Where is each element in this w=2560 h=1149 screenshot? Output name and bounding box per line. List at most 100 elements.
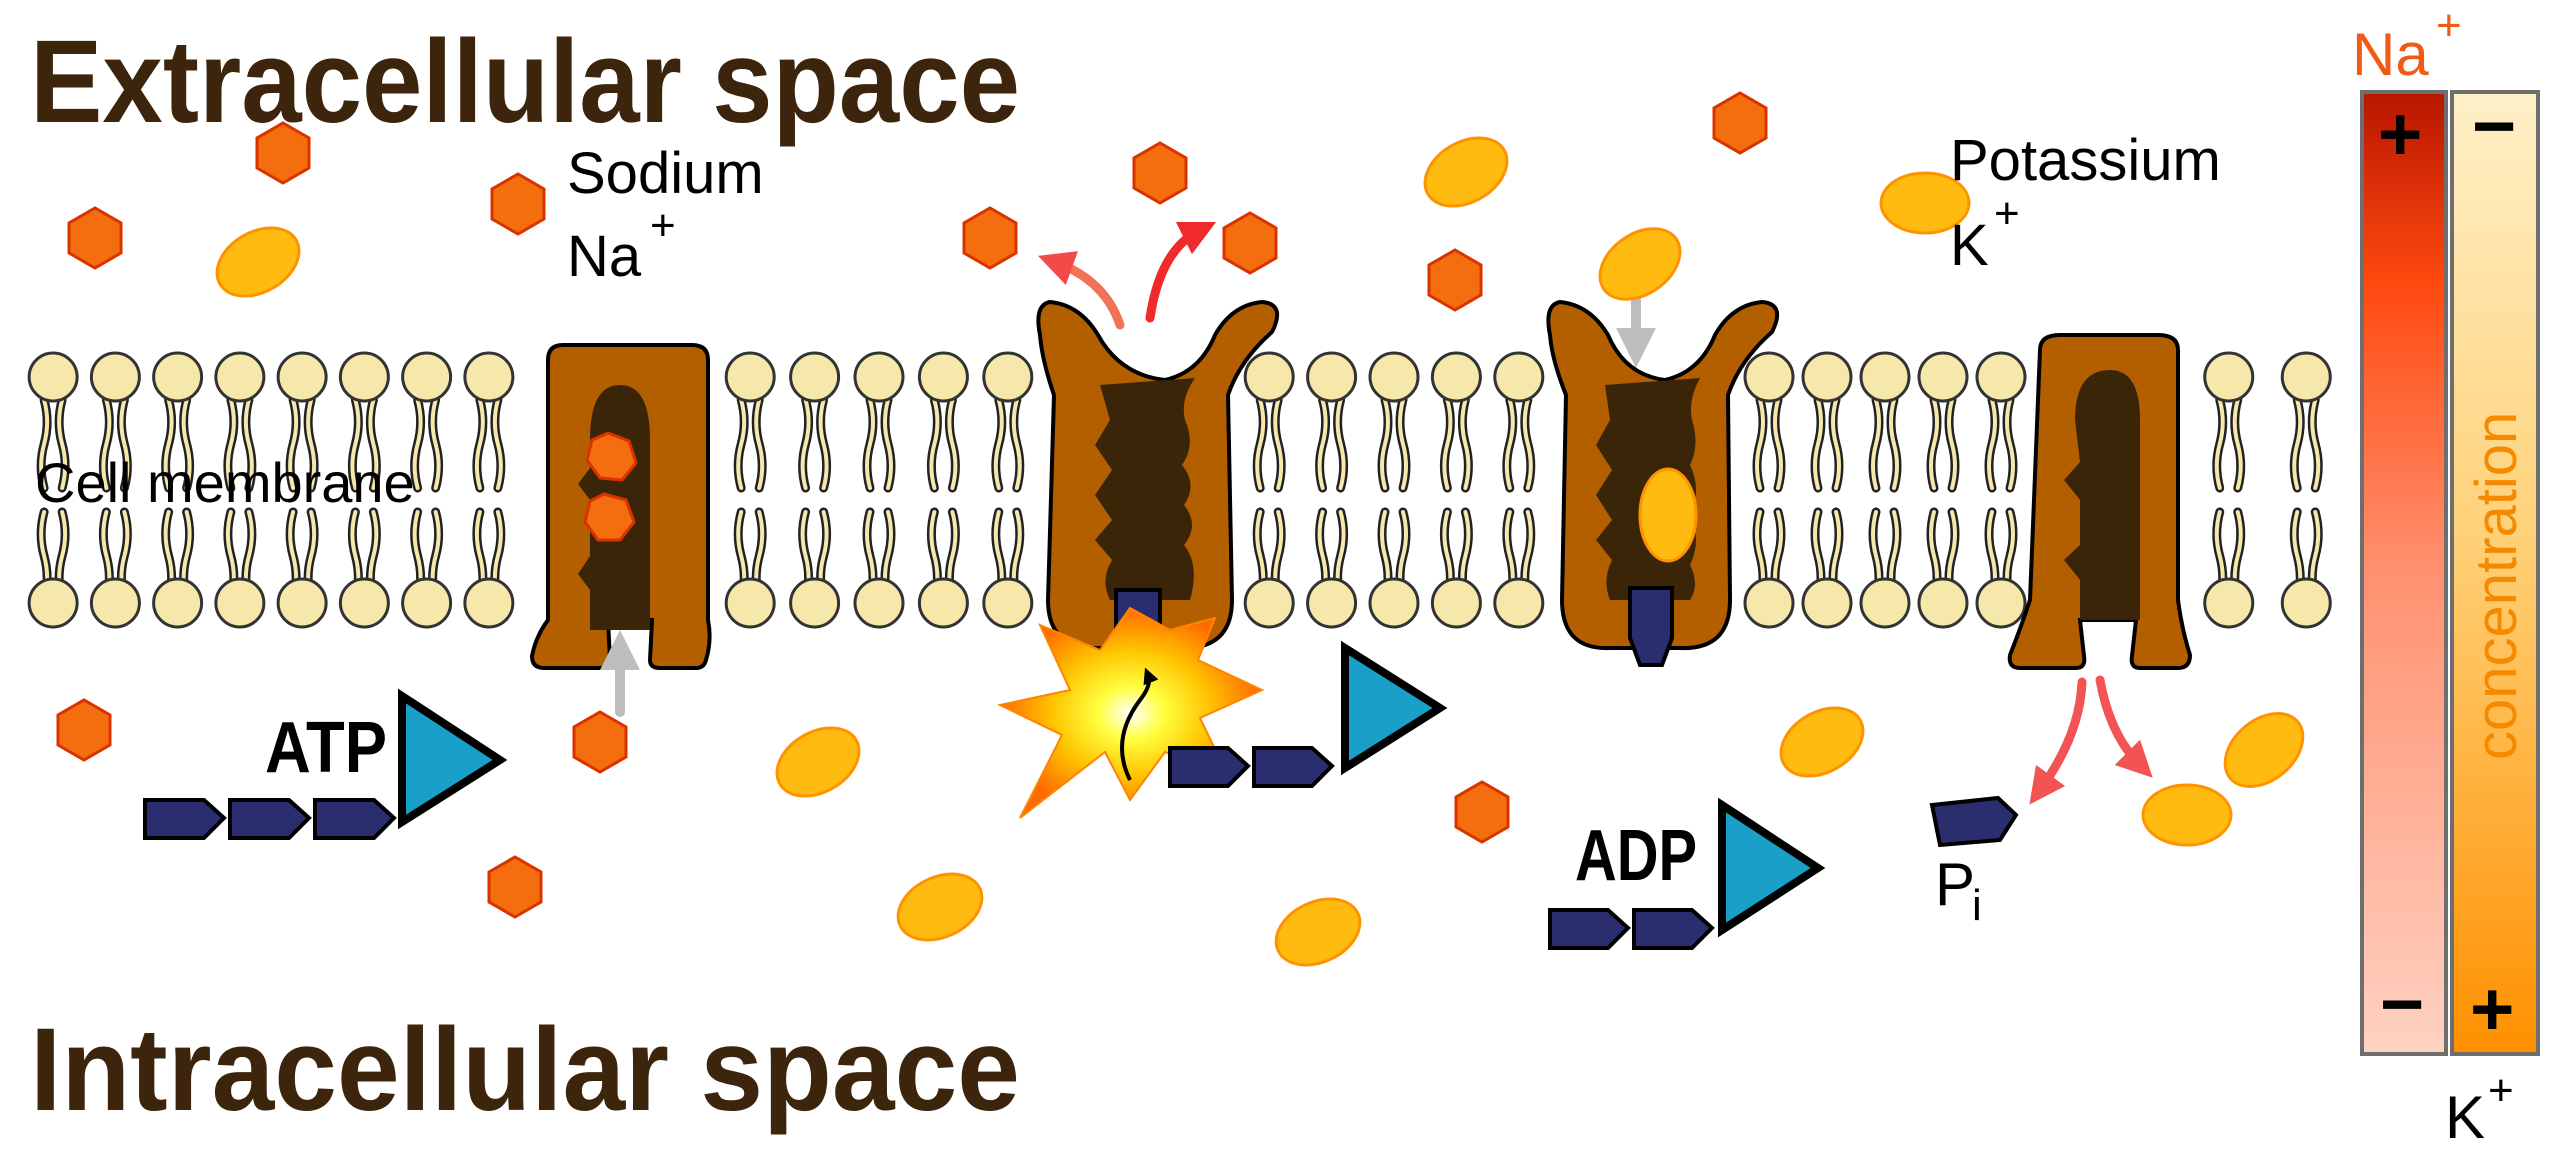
lipid-tail (929, 398, 940, 490)
lipid-tail (2214, 398, 2225, 490)
lipid-tail (430, 398, 441, 490)
lipid-tail (1947, 398, 1957, 490)
lipid-head (917, 577, 969, 629)
lipid-head (1306, 351, 1358, 403)
phosphate-subscript: i (1972, 881, 1982, 930)
concentration-label: concentration (2464, 412, 2529, 760)
sodium-ion-icon (1454, 780, 1510, 844)
lipid-head (1975, 577, 2027, 629)
lipid-head (1430, 351, 1482, 403)
lipid-tail (1273, 398, 1284, 490)
lipid-head (1743, 577, 1795, 629)
lipid-tail (119, 398, 130, 490)
lipid-head (1975, 351, 2027, 403)
lipid-tail (1987, 398, 1997, 490)
sodium-ion-icon (1712, 91, 1768, 155)
lipid-head (1917, 577, 1969, 629)
potassium-legend: Potassium K + (1950, 128, 2221, 278)
lipid-head (27, 351, 79, 403)
extracellular-title: Extracellular space (30, 16, 1020, 148)
sodium-ion-icon (255, 121, 311, 185)
phosphate-icon (1252, 746, 1335, 788)
lipid-tail (101, 398, 112, 490)
lipid-head (1801, 577, 1853, 629)
potassium-name: Potassium (1950, 128, 2221, 193)
lipid-tail (57, 398, 68, 490)
lipid-head (276, 351, 328, 403)
phosphate-icon (1929, 795, 2019, 848)
lipid-head (789, 577, 841, 629)
atp-label: ATP (265, 708, 387, 788)
lipid-head (463, 351, 515, 403)
lipid-head (1243, 577, 1295, 629)
lipid-tail (492, 398, 503, 490)
potassium-symbol: K (1950, 213, 1989, 278)
lipid-tail (474, 398, 485, 490)
lipid-tail (883, 398, 893, 490)
lipid-head (401, 351, 453, 403)
lipid-tail (1398, 398, 1408, 490)
sodium-symbol: Na (567, 224, 642, 289)
lipid-head (463, 577, 515, 629)
lipid-tail (754, 398, 765, 490)
sodium-ion-icon (1132, 141, 1188, 205)
sodium-charge: + (650, 201, 676, 250)
lipid-head (27, 577, 79, 629)
lipid-head (2203, 351, 2255, 403)
lipid-head (1306, 577, 1358, 629)
lipid-head (853, 577, 905, 629)
potassium-ion-icon (1423, 136, 1509, 208)
lipid-tail (818, 398, 829, 490)
lipid-head (1368, 351, 1420, 403)
lipid-tail (736, 398, 747, 490)
lipid-tail (1011, 398, 1022, 490)
lipid-tail (243, 398, 254, 490)
lipid-tail (2232, 398, 2243, 490)
lipid-tail (306, 398, 317, 490)
lipid-head (214, 577, 266, 629)
lipid-tail (2292, 398, 2303, 490)
lipid-tail (865, 398, 875, 490)
lipid-tail (1317, 398, 1328, 490)
potassium-ion-icon (2141, 783, 2233, 847)
atp-molecule: ATP (143, 688, 508, 840)
lipid-head (338, 577, 390, 629)
pump-state-potassium-binding (1546, 299, 1780, 651)
lipid-tail (368, 398, 379, 490)
lipid-tail (800, 398, 811, 490)
lipid-head (152, 577, 204, 629)
lipid-tail (1773, 398, 1783, 490)
k-bottom-sign: + (2470, 967, 2514, 1052)
lipid-head (1430, 577, 1482, 629)
lipid-head (2203, 577, 2255, 629)
gradient-k-symbol: K (2445, 1084, 2485, 1149)
phosphate-icon (1168, 746, 1251, 788)
phosphate-icon (1632, 908, 1715, 950)
lipid-head (789, 351, 841, 403)
phosphate-label: P (1935, 851, 1975, 918)
lipid-head (89, 351, 141, 403)
lipid-tail (412, 398, 423, 490)
lipid-head (214, 351, 266, 403)
lipid-tail (1380, 398, 1390, 490)
lipid-tail (1504, 398, 1515, 490)
sodium-legend: Sodium Na + (567, 141, 764, 289)
lipid-head (2280, 351, 2332, 403)
adenosine-icon (398, 688, 508, 830)
lipid-head (917, 351, 969, 403)
sodium-ion-icon (490, 172, 546, 236)
potassium-ion-icon (896, 872, 984, 942)
lipid-head (1493, 351, 1545, 403)
lipid-head (1368, 577, 1420, 629)
lipid-tail (1335, 398, 1346, 490)
gradient-na-charge: + (2436, 1, 2462, 50)
phosphate-attached-2 (1628, 586, 1674, 667)
na-top-sign: + (2378, 92, 2422, 177)
adenosine-icon (1718, 797, 1826, 938)
lipid-head (1859, 577, 1911, 629)
lipid-head (1801, 351, 1853, 403)
potassium-ion-icon (1598, 227, 1682, 301)
lipid-head (2280, 577, 2332, 629)
lipid-head (276, 577, 328, 629)
